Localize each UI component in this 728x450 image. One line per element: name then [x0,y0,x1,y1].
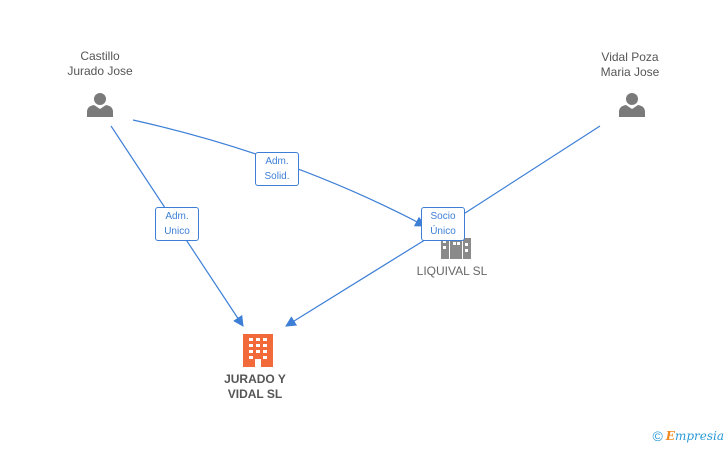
brand-logo: Empresia [665,429,724,443]
edge-label: Socio Único [421,207,465,241]
person-icon[interactable] [87,93,113,117]
company-label[interactable]: LIQUIVAL SL [416,264,488,278]
building-icon[interactable] [243,334,273,367]
edge-label: Adm. Solid. [255,152,299,186]
empresia-watermark: © Empresia [652,428,724,444]
person-label[interactable]: Castillo Jurado Jose [67,49,133,78]
edge-vidal-liquival [461,125,601,216]
person-label[interactable]: Vidal Poza Maria Jose [600,50,660,79]
edge-liquival-jurado [285,237,429,327]
copyright-icon: © [652,428,663,444]
company-label[interactable]: JURADO Y VIDAL SL [224,372,286,401]
person-icon[interactable] [619,93,645,117]
edge-label: Adm. Unico [155,207,199,241]
